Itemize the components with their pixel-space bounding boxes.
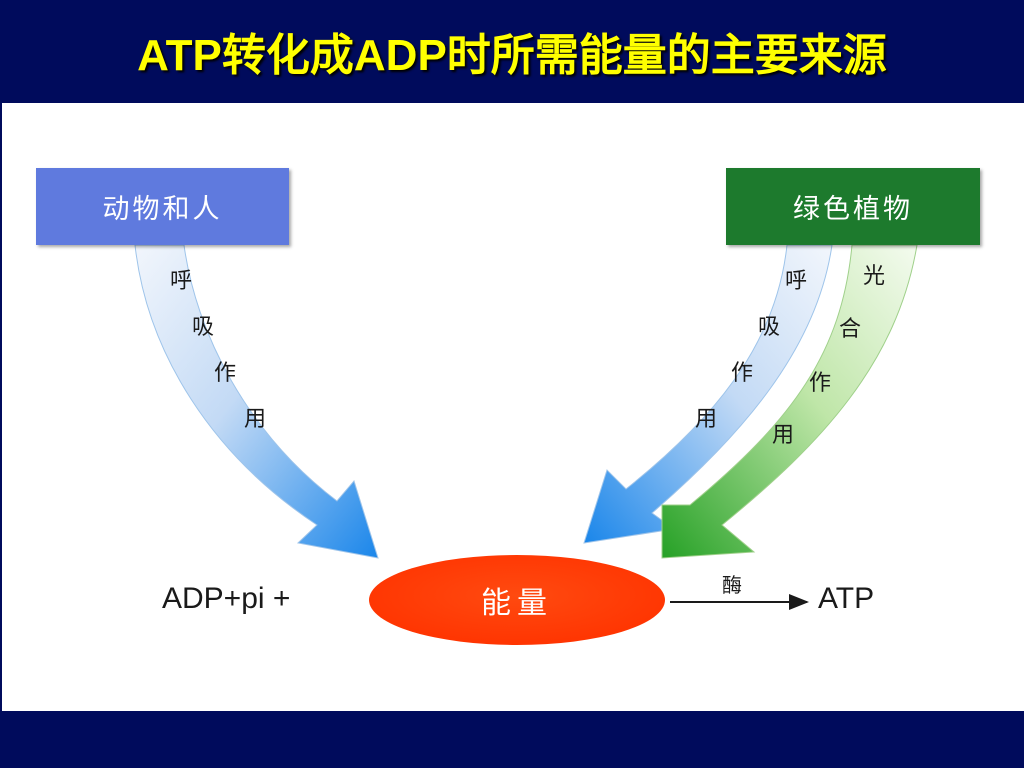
photosynthesis-arrow xyxy=(661,244,918,559)
left-arrow-char: 吸 xyxy=(192,315,215,340)
green-plants-box: 绿色植物 xyxy=(726,168,980,245)
animal-respiration-arrow xyxy=(134,244,379,559)
product-text: ATP xyxy=(818,582,875,615)
middle-arrow-char: 用 xyxy=(695,407,718,432)
right-arrow-char: 合 xyxy=(839,317,862,342)
animals-and-humans-box: 动物和人 xyxy=(36,168,289,245)
middle-arrow-char: 作 xyxy=(731,361,754,386)
energy-label: 能量 xyxy=(481,586,553,621)
energy-source-diagram xyxy=(134,244,918,645)
right-arrow-char: 光 xyxy=(863,264,886,289)
middle-arrow-char: 呼 xyxy=(785,269,808,294)
diagram-panel: 动物和人 绿色植物 呼 吸 作 用 呼 吸 作 用 光 合 作 用 ADP+pi… xyxy=(2,103,1024,711)
slide-title: ATP转化成ADP时所需能量的主要来源 xyxy=(137,31,887,80)
middle-arrow-char: 吸 xyxy=(758,315,781,340)
reactants-text: ADP+pi + xyxy=(162,582,291,615)
right-arrow-char: 作 xyxy=(809,371,832,396)
enzyme-label: 酶 xyxy=(722,573,742,597)
left-arrow-char: 用 xyxy=(244,407,267,432)
left-arrow-char: 作 xyxy=(214,361,237,386)
energy-ellipse xyxy=(369,555,665,645)
right-arrow-char: 用 xyxy=(772,423,795,448)
left-arrow-char: 呼 xyxy=(170,269,193,294)
